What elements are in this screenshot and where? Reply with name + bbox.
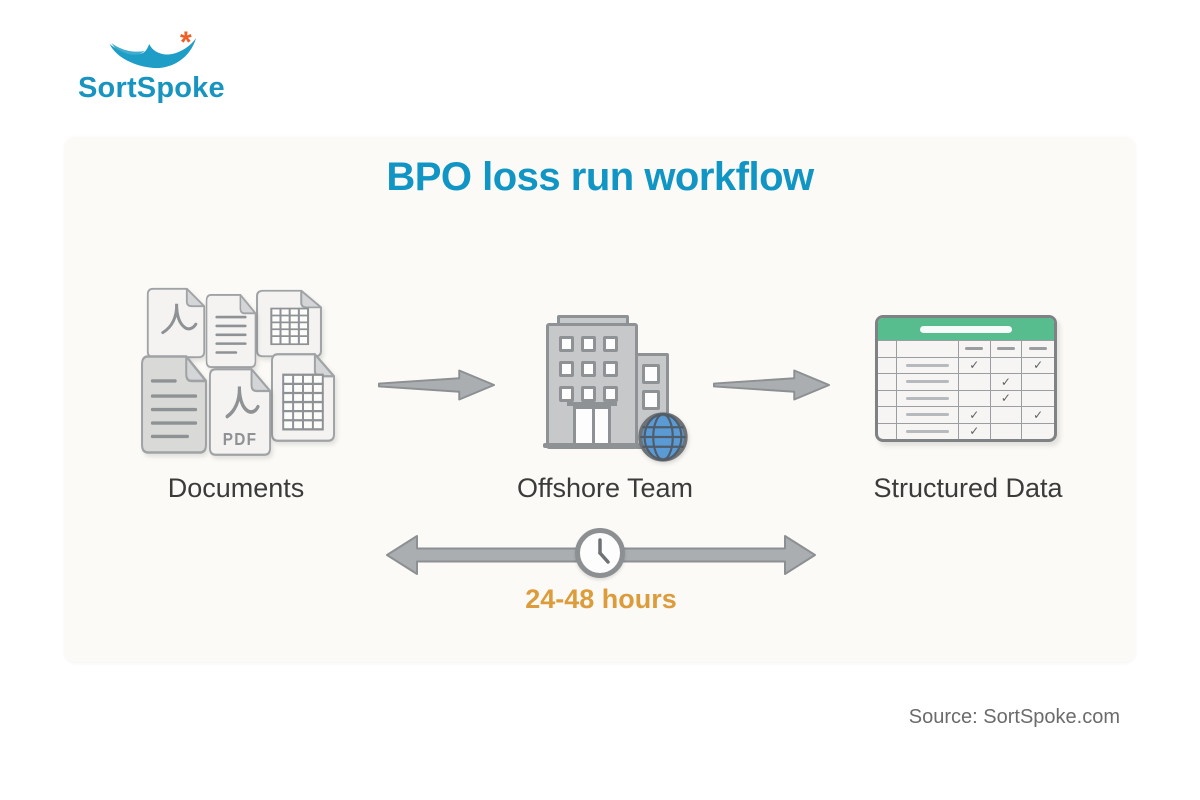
window-icon [642, 390, 660, 410]
window-icon [559, 386, 574, 402]
table-cell [990, 340, 1023, 357]
table-header-bar [878, 318, 1054, 340]
table-cell [958, 340, 991, 357]
table-cell [897, 389, 959, 406]
table-cell [1022, 389, 1054, 407]
pdf-document-icon [146, 287, 206, 359]
building-windows [559, 336, 618, 402]
flow-arrow-icon [378, 369, 496, 401]
table-cell [1022, 340, 1054, 357]
table-cell [897, 422, 959, 439]
stage-label-documents: Documents [167, 473, 305, 503]
table-cell [878, 406, 898, 423]
table-cell: ✓ [958, 422, 991, 439]
table-cell [990, 356, 1023, 373]
office-building-globe-icon [543, 313, 718, 465]
logo-wordmark: SortSpoke [78, 72, 225, 104]
table-cell [878, 340, 898, 357]
logo-asterisk: * [180, 26, 192, 59]
window-icon [559, 361, 574, 377]
stage-label-offshore-team: Offshore Team [516, 473, 694, 503]
text-document-icon [205, 293, 257, 369]
table-cell [1022, 373, 1054, 390]
building-main [546, 323, 638, 449]
documents-stack-icon: PDF [140, 283, 340, 463]
workflow-panel: BPO loss run workflow [65, 137, 1135, 662]
table-cell: ✓ [1022, 406, 1054, 423]
door-lintel [567, 402, 617, 406]
globe-icon [638, 412, 688, 462]
table-cell [878, 373, 898, 390]
table-cell [1022, 422, 1054, 440]
table-cell [990, 422, 1023, 439]
sortspoke-logo: * SortSpoke [78, 26, 258, 113]
window-icon [642, 364, 660, 384]
table-header-pill [920, 325, 1012, 333]
table-cell [958, 389, 991, 406]
table-cell: ✓ [1022, 356, 1054, 374]
window-icon [559, 336, 574, 352]
flow-arrow-icon [713, 369, 831, 401]
window-icon [603, 361, 618, 377]
window-icon [603, 336, 618, 352]
pdf-badge-label: PDF [223, 429, 258, 449]
window-icon [581, 361, 596, 377]
pdf-labeled-document-icon: PDF [208, 367, 272, 457]
window-icon [581, 386, 596, 402]
table-cell [958, 373, 991, 390]
table-cell [897, 373, 959, 390]
table-cell [878, 422, 898, 439]
table-cell: ✓ [990, 389, 1023, 406]
source-attribution: Source: SortSpoke.com [908, 706, 1120, 728]
door-icon [573, 406, 611, 443]
diagram-title: BPO loss run workflow [386, 155, 814, 199]
table-cell [897, 406, 959, 423]
clock-icon [575, 528, 625, 578]
spreadsheet-document-icon [255, 289, 323, 358]
table-cell [897, 340, 959, 357]
table-cell: ✓ [990, 373, 1023, 390]
duration-label: 24-48 hours [525, 584, 677, 614]
window-icon [581, 336, 596, 352]
stage-label-structured-data: Structured Data [873, 473, 1063, 503]
spreadsheet-document-icon [270, 352, 336, 443]
ground-line [543, 443, 640, 448]
table-cell [990, 406, 1023, 423]
spreadsheet-table-icon: ✓✓✓✓✓✓✓ [875, 315, 1057, 442]
table-cell [897, 356, 959, 373]
text-document-dark-icon [140, 354, 208, 455]
table-cell [878, 389, 898, 406]
table-cell: ✓ [958, 356, 991, 373]
window-icon [603, 386, 618, 402]
sortspoke-swoosh-icon [109, 38, 197, 69]
table-cell: ✓ [958, 406, 991, 423]
table-cell [878, 356, 898, 373]
table-grid: ✓✓✓✓✓✓✓ [878, 340, 1054, 439]
